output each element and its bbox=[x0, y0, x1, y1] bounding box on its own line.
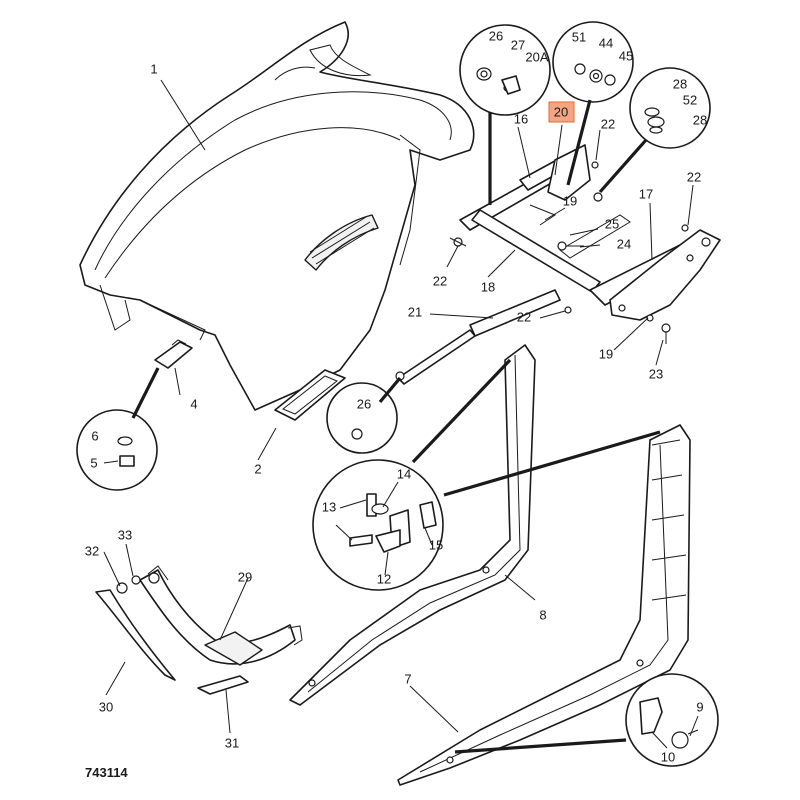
label-4: 4 bbox=[190, 396, 197, 411]
frame-assembly bbox=[459, 144, 721, 322]
label-22b: 22 bbox=[601, 116, 615, 131]
label-45: 45 bbox=[619, 48, 633, 63]
part-29-cover bbox=[139, 565, 303, 666]
bolt-22-c bbox=[681, 224, 689, 232]
highlight-box-20 bbox=[548, 101, 575, 123]
label-27: 27 bbox=[511, 37, 525, 52]
part-31-bracket bbox=[197, 675, 249, 695]
label-26b: 26 bbox=[357, 396, 371, 411]
label-25: 25 bbox=[605, 216, 619, 231]
label-22a: 22 bbox=[433, 273, 447, 288]
part-7-trim bbox=[397, 424, 691, 786]
label-18: 18 bbox=[481, 279, 495, 294]
callout-12-15 bbox=[312, 459, 444, 591]
bolt-23 bbox=[661, 323, 671, 344]
label-20: 20 bbox=[554, 104, 568, 119]
label-31: 31 bbox=[225, 735, 239, 750]
callout-26-27-20a bbox=[459, 24, 551, 116]
label-19a: 19 bbox=[563, 193, 577, 208]
label-5: 5 bbox=[90, 455, 97, 470]
callout-9-10 bbox=[625, 673, 719, 767]
label-33: 33 bbox=[118, 527, 132, 542]
label-9: 9 bbox=[696, 699, 703, 714]
bolt-22-b bbox=[591, 161, 599, 169]
label-28b: 28 bbox=[693, 112, 707, 127]
part-21-strut bbox=[395, 289, 561, 385]
callout-28-52 bbox=[629, 67, 711, 149]
label-20a: 20A bbox=[525, 49, 548, 64]
label-30: 30 bbox=[99, 699, 113, 714]
leader-lines bbox=[103, 79, 699, 749]
bolt-24 bbox=[557, 241, 584, 251]
label-22c: 22 bbox=[687, 169, 701, 184]
bolt-22-d bbox=[564, 306, 572, 314]
label-15: 15 bbox=[429, 537, 443, 552]
label-17: 17 bbox=[639, 186, 653, 201]
washer-33 bbox=[131, 575, 141, 585]
bolt-32 bbox=[116, 582, 128, 594]
label-6: 6 bbox=[91, 428, 98, 443]
label-10: 10 bbox=[661, 749, 675, 764]
label-1: 1 bbox=[150, 61, 157, 76]
label-2: 2 bbox=[254, 461, 261, 476]
label-21: 21 bbox=[408, 304, 422, 319]
part-4-clip bbox=[154, 339, 193, 369]
label-32: 32 bbox=[85, 543, 99, 558]
label-28a: 28 bbox=[673, 76, 687, 91]
part-30-strip bbox=[95, 589, 176, 681]
label-26a: 26 bbox=[489, 28, 503, 43]
label-24: 24 bbox=[617, 236, 631, 251]
label-12: 12 bbox=[377, 571, 391, 586]
bolt-22-a bbox=[449, 237, 467, 247]
label-44: 44 bbox=[599, 35, 613, 50]
label-22d: 22 bbox=[517, 309, 531, 324]
label-19b: 19 bbox=[599, 346, 613, 361]
label-8: 8 bbox=[539, 607, 546, 622]
callout-51-44-45 bbox=[552, 21, 634, 103]
callout-5-6 bbox=[76, 409, 158, 491]
reference-number: 743114 bbox=[85, 765, 128, 780]
label-13: 13 bbox=[322, 499, 336, 514]
part-labels: 1 2 4 5 6 7 8 9 10 12 13 14 15 16 17 18 … bbox=[85, 28, 707, 764]
label-52: 52 bbox=[683, 92, 697, 107]
label-23: 23 bbox=[649, 366, 663, 381]
part-1-rear-panel bbox=[79, 21, 475, 411]
label-7: 7 bbox=[404, 671, 411, 686]
label-14: 14 bbox=[397, 466, 411, 481]
part-8-trim bbox=[289, 344, 536, 706]
part-2-vent bbox=[274, 369, 346, 421]
label-29: 29 bbox=[238, 569, 252, 584]
label-51: 51 bbox=[572, 29, 586, 44]
label-16: 16 bbox=[514, 111, 528, 126]
